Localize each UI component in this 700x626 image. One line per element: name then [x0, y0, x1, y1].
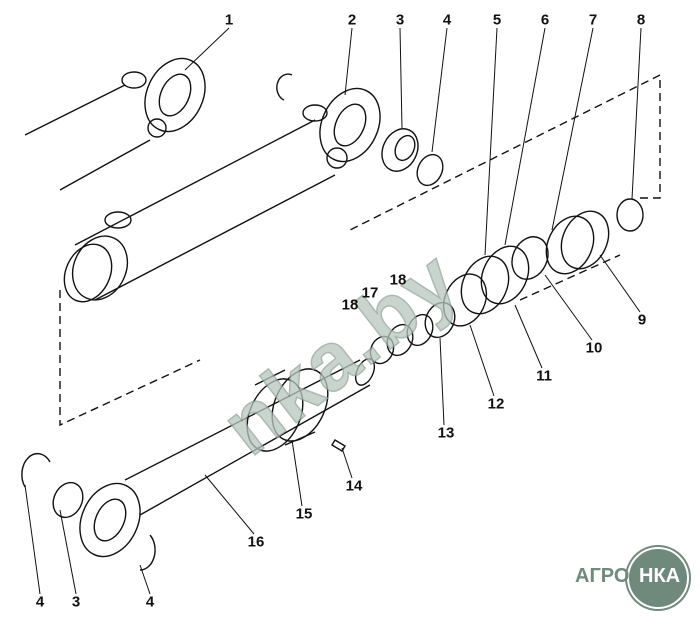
logo-text-right: НКА	[639, 565, 681, 587]
bushing-3	[381, 128, 419, 172]
callout-1: 1	[224, 11, 234, 29]
callout-16: 16	[247, 533, 265, 551]
callout-11: 11	[536, 367, 552, 385]
callout-18: 18	[389, 271, 407, 289]
callout-8: 8	[636, 11, 646, 29]
callout-4: 4	[442, 11, 452, 29]
cylinder-tube-part-2	[63, 73, 381, 303]
agronka-logo: АГРО НКА	[575, 547, 689, 609]
callout-5: 5	[492, 11, 502, 29]
callout-2: 2	[347, 11, 357, 29]
bushing-3-lower	[52, 481, 84, 519]
callout-13: 13	[437, 424, 455, 442]
callout-9: 9	[637, 311, 647, 329]
callout-18-second: 18	[341, 296, 359, 314]
cylinder-tube-part-1	[24, 57, 206, 191]
logo-text-left: АГРО	[575, 565, 630, 587]
callout-17: 17	[361, 284, 379, 302]
ring-4-lower	[21, 452, 51, 488]
callout-15: 15	[295, 505, 313, 523]
piston-assembly	[369, 198, 644, 365]
callout-12: 12	[487, 395, 505, 413]
callout-10: 10	[585, 339, 603, 357]
leader-lines	[24, 27, 642, 595]
callout-3-lower: 3	[71, 593, 81, 611]
ring-4-lower-right	[139, 534, 156, 571]
callout-4-lower-left: 4	[35, 593, 45, 611]
assembly-guide-lines	[59, 73, 661, 427]
callout-14: 14	[345, 477, 363, 495]
callout-4-lower-right: 4	[145, 593, 155, 611]
piston-rod-16	[79, 358, 376, 558]
callout-6: 6	[540, 11, 550, 29]
grease-fitting-14	[331, 439, 346, 452]
callout-7: 7	[588, 11, 598, 29]
logo-circle	[627, 547, 689, 609]
cylinder-head-15	[246, 368, 329, 452]
callout-3: 3	[395, 11, 405, 29]
retaining-ring-4	[416, 153, 444, 187]
